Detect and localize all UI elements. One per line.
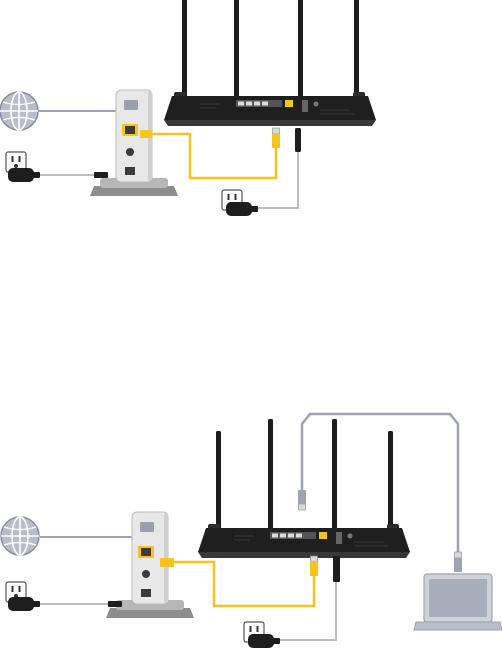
internet-globe-icon xyxy=(0,92,38,130)
internet-globe-icon xyxy=(1,517,39,555)
power-adapter-icon xyxy=(226,202,258,216)
router-power-cable xyxy=(272,582,336,640)
ethernet-plug-icon xyxy=(310,556,318,576)
power-adapter-icon xyxy=(248,634,280,648)
laptop-icon xyxy=(414,552,502,630)
power-plug-icon xyxy=(295,128,301,152)
ethernet-cable-yellow xyxy=(148,134,276,178)
ethernet-cable-yellow xyxy=(168,562,314,606)
ethernet-plug-gray-icon xyxy=(298,490,306,510)
ethernet-plug-modem-icon xyxy=(160,558,174,567)
panel-step-1 xyxy=(0,0,376,216)
power-plug-modem-icon xyxy=(94,172,108,178)
router-power-cable xyxy=(258,152,298,208)
router xyxy=(198,419,410,558)
ethernet-plug-icon xyxy=(272,128,280,148)
modem xyxy=(90,90,178,196)
power-adapter-icon xyxy=(8,597,40,611)
power-plug-icon xyxy=(333,556,340,582)
panel-step-2 xyxy=(1,414,502,648)
power-adapter-icon xyxy=(8,168,40,182)
router xyxy=(164,0,376,126)
ethernet-plug-modem-icon xyxy=(140,130,152,138)
power-plug-modem-icon xyxy=(108,601,122,607)
